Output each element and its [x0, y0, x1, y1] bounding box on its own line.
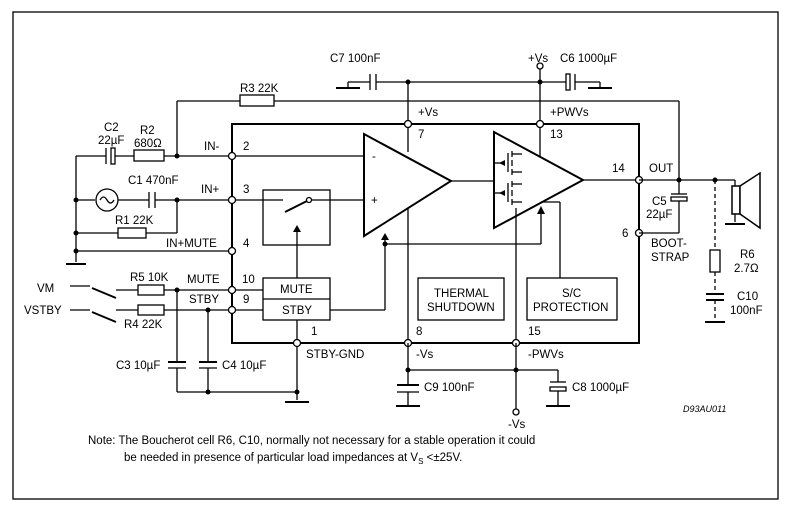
thermal-label-2: SHUTDOWN [427, 302, 495, 314]
mute-stby-block [232, 225, 389, 343]
label-r4: R4 22K [124, 319, 163, 331]
label-vm: VM [37, 283, 54, 295]
pin-14: 14 [612, 163, 625, 175]
label-r1: R1 22K [115, 215, 154, 227]
sc-label-2: PROTECTION [533, 302, 608, 314]
pin-10: 10 [242, 274, 255, 286]
label-r6-name: R6 [740, 249, 755, 261]
pin-markers [227, 119, 644, 348]
pin-4: 4 [243, 238, 250, 250]
sc-label-1: S/C [562, 288, 581, 300]
label-r2-value: 680Ω [134, 138, 162, 150]
stby-box-label: STBY [282, 305, 312, 317]
preamp [232, 124, 494, 343]
label-r5: R5 10K [130, 272, 169, 284]
note-line-2-a: be needed in presence of particular load… [124, 452, 418, 464]
pin-15: 15 [528, 326, 541, 338]
bottom-supply [396, 343, 570, 416]
label-c1: C1 470nF [128, 175, 179, 187]
pin-8: 8 [416, 326, 422, 338]
label-out: OUT [649, 163, 673, 175]
preamp-plus-sign: + [371, 195, 378, 207]
top-supply [336, 62, 612, 124]
label-c10-name: C10 [737, 291, 758, 303]
label-mute-pin: MUTE [187, 274, 220, 286]
label-c3: C3 10µF [116, 360, 160, 372]
label-stby-pin: STBY [189, 294, 219, 306]
label-in-minus: IN- [204, 141, 220, 153]
note-line-2-sub: S [418, 457, 423, 466]
preamp-minus-sign: - [372, 151, 376, 163]
label-minus-vs-bottom: -Vs [508, 419, 526, 431]
pin-2: 2 [243, 141, 249, 153]
label-c2-value: 22µF [98, 135, 124, 147]
mute-box-label: MUTE [280, 284, 313, 296]
label-minus-vs-pin: -Vs [416, 349, 434, 361]
note-line-2-b: <±25V. [423, 452, 462, 464]
pin-1: 1 [311, 326, 317, 338]
label-bootstrap-1: BOOT- [651, 238, 687, 250]
label-c6: C6 1000µF [560, 53, 617, 65]
label-vstby: VSTBY [24, 305, 62, 317]
label-c10-value: 100nF [730, 305, 763, 317]
sc-protection-block [526, 277, 618, 321]
thermal-shutdown-block [417, 277, 505, 321]
pin-6: 6 [622, 228, 628, 240]
label-c7: C7 100nF [330, 53, 381, 65]
pin-7: 7 [418, 129, 424, 141]
mute-switch [232, 189, 364, 246]
label-c2-name: C2 [104, 122, 119, 134]
label-plus-pwvs: +PWVs [550, 107, 589, 119]
label-r2-name: R2 [140, 125, 155, 137]
note-line-1: Note: The Boucherot cell R6, C10, normal… [88, 435, 535, 447]
pin-9: 9 [243, 294, 249, 306]
pin-13: 13 [550, 129, 563, 141]
output-section [639, 171, 761, 323]
label-c5-name: C5 [652, 196, 667, 208]
pin-3: 3 [243, 184, 249, 196]
label-r3: R3 22K [240, 83, 279, 95]
label-minus-pwvs: -PWVs [528, 349, 564, 361]
label-in-plus: IN+ [201, 184, 220, 196]
drawing-code: D93AU011 [683, 404, 726, 414]
label-c4: C4 10µF [222, 360, 266, 372]
control-inputs [70, 284, 309, 403]
input-network [66, 147, 232, 265]
note-line-2: be needed in presence of particular load… [124, 452, 462, 466]
label-c5-value: 22µF [646, 209, 672, 221]
label-in-mute: IN+MUTE [166, 238, 217, 250]
label-stby-gnd: STBY-GND [306, 349, 364, 361]
label-c8: C8 1000µF [572, 382, 629, 394]
label-plus-vs-pin: +Vs [418, 107, 438, 119]
label-r6-value: 2.7Ω [734, 263, 759, 275]
label-plus-vs-top: +Vs [528, 53, 548, 65]
diagram-border [12, 11, 779, 500]
power-stage [382, 124, 639, 343]
feedback-r3 [176, 94, 680, 180]
thermal-label-1: THERMAL [434, 288, 490, 300]
label-bootstrap-2: STRAP [651, 252, 690, 264]
label-c9: C9 100nF [424, 382, 475, 394]
